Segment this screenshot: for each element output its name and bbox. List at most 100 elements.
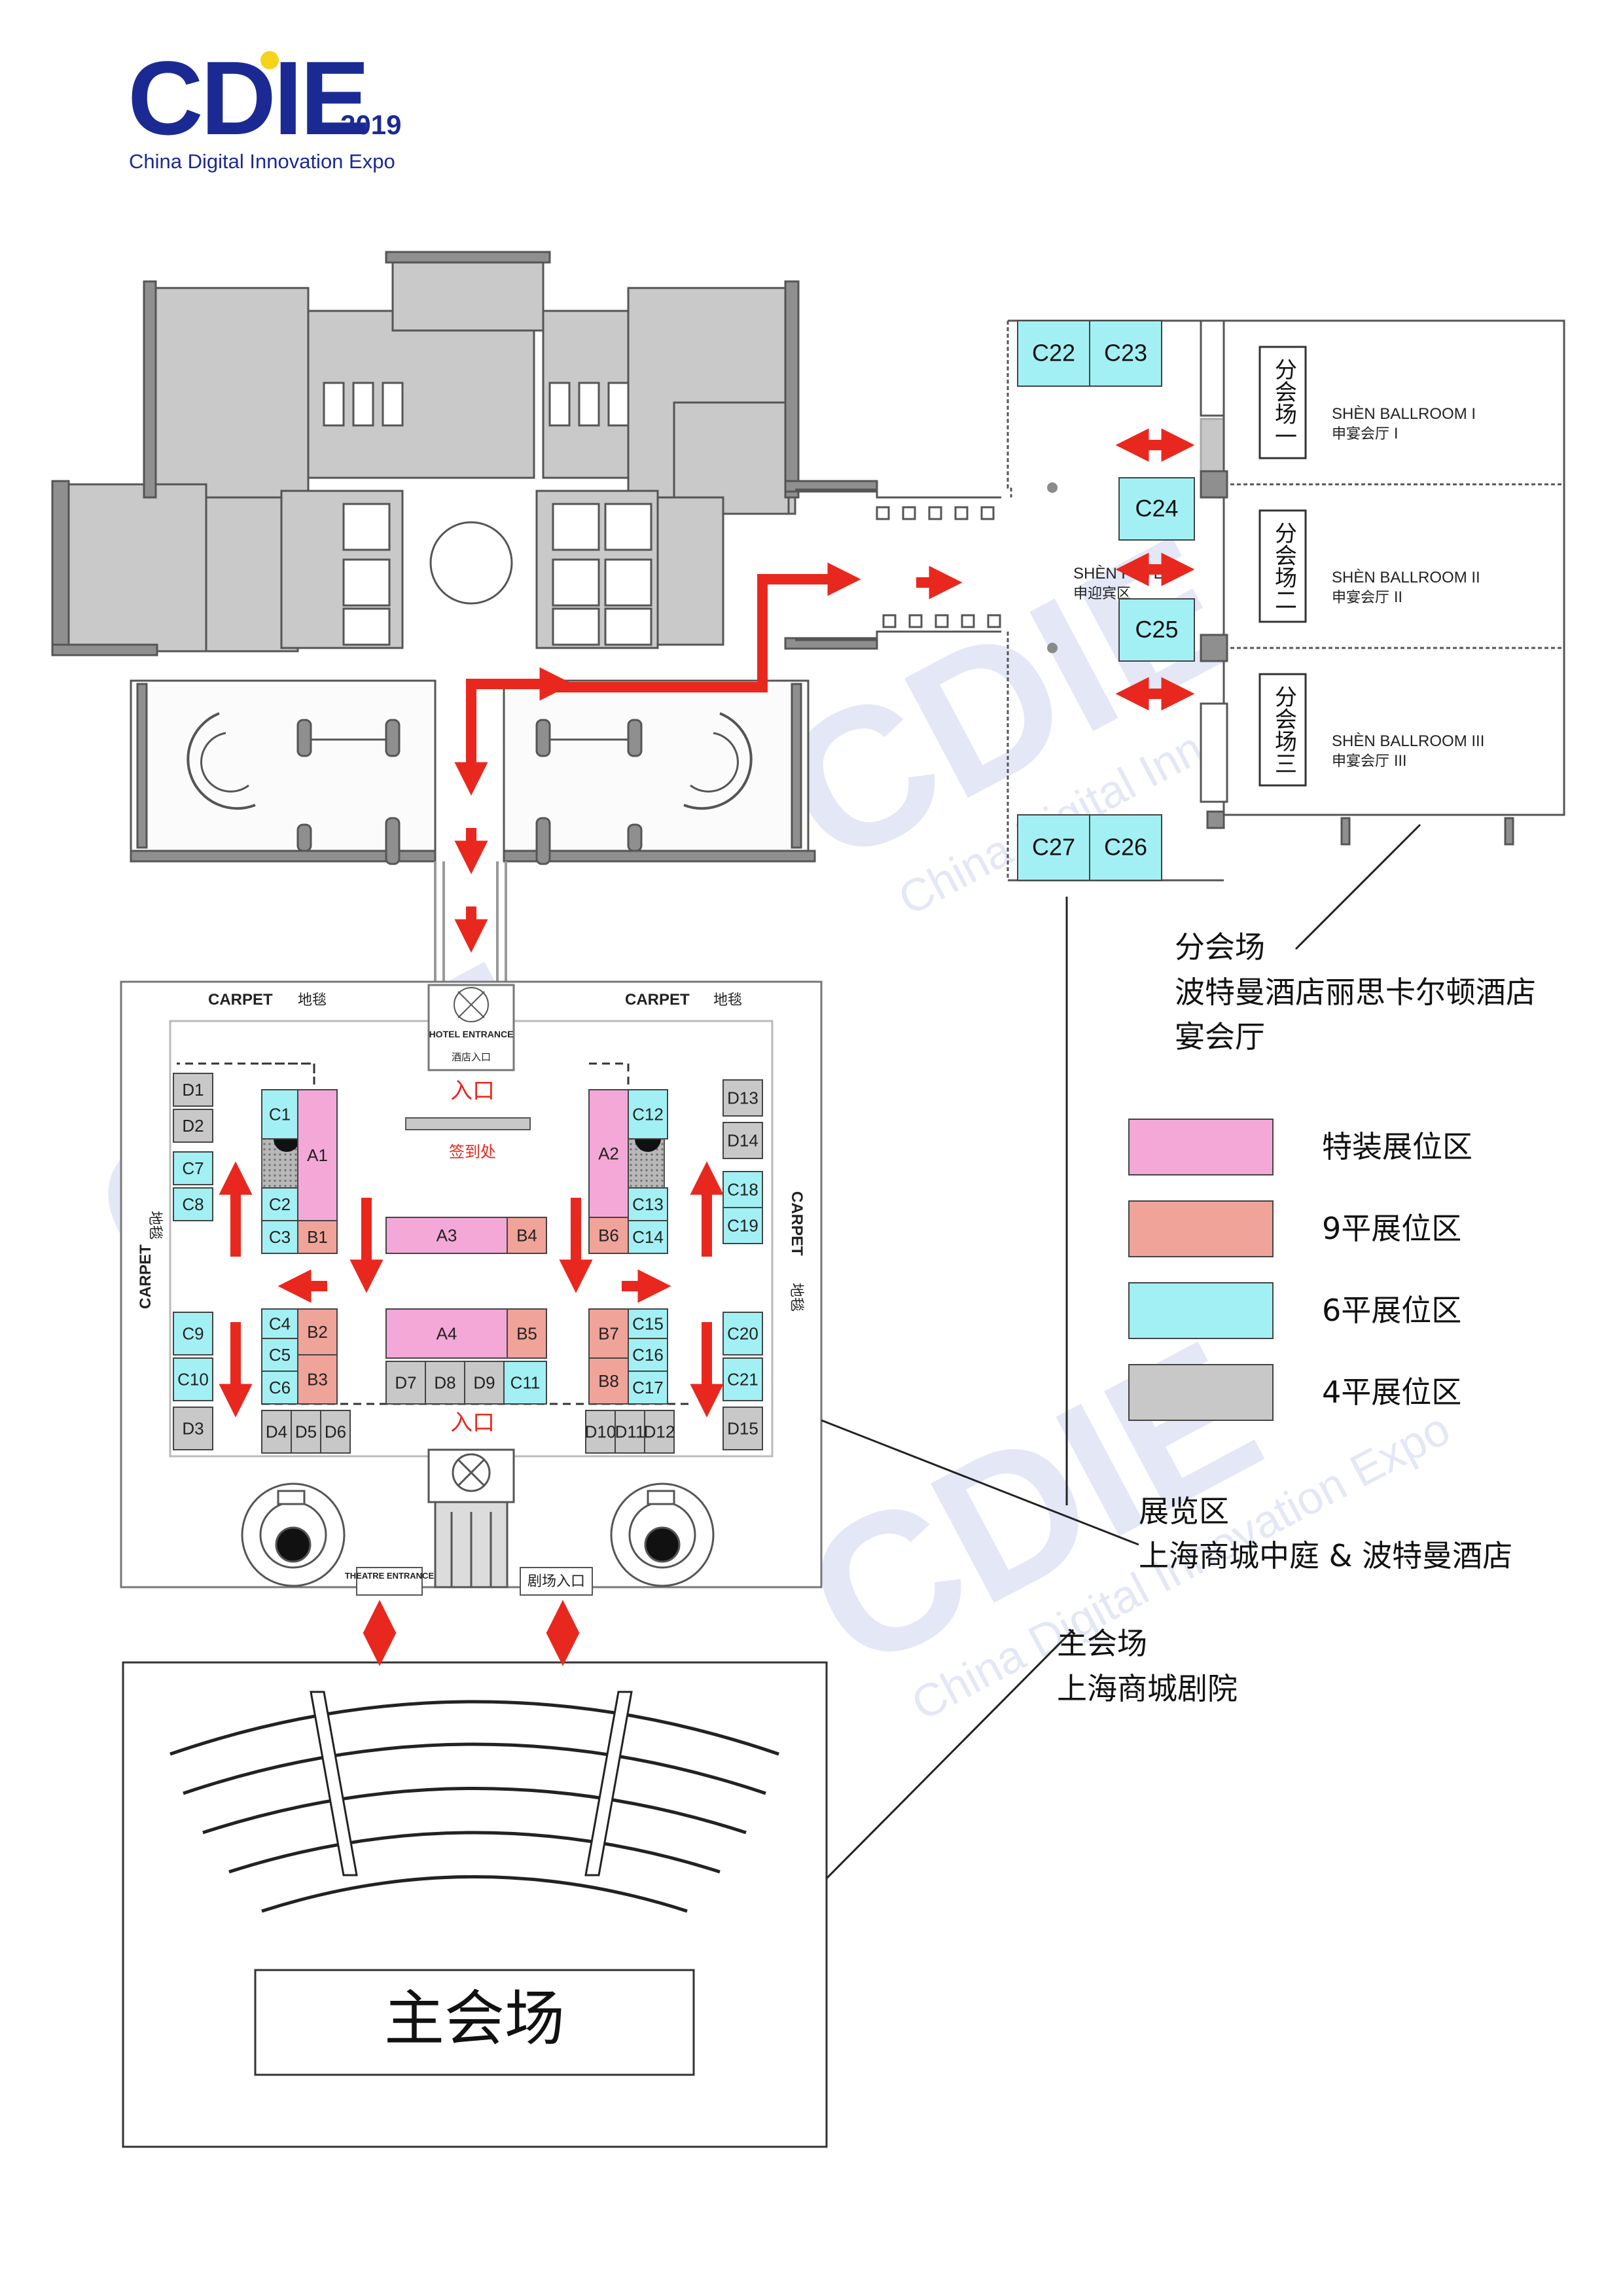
booth-c13-area xyxy=(628,1187,668,1221)
signin-label: 签到处 xyxy=(449,1143,496,1161)
legend-swatch xyxy=(1128,1200,1274,1257)
carpet-label-top-right-cn: 地毯 xyxy=(713,992,742,1009)
booth-a1-label: A1 xyxy=(307,1145,328,1165)
legend-item: 6平展位区 xyxy=(1128,1282,1461,1339)
booth-b4-label: B4 xyxy=(516,1225,537,1245)
booth-c16-area xyxy=(628,1338,668,1372)
booth-d9-label: D9 xyxy=(473,1372,495,1392)
room-block xyxy=(673,401,790,515)
legend-label: 6平展位区 xyxy=(1322,1293,1461,1328)
booth-d4-area xyxy=(261,1410,292,1454)
booth-d4: D4 xyxy=(261,1410,292,1454)
legend-label: 4平展位区 xyxy=(1322,1374,1461,1410)
booth-d15-area xyxy=(722,1407,763,1450)
booth-a1-area xyxy=(297,1089,338,1221)
carpet-label-right: CARPET xyxy=(788,1191,806,1256)
booth-d14: D14 xyxy=(722,1122,763,1159)
entrance-label-top: 入口 xyxy=(450,1078,495,1104)
ballroom-name-cn-1: 申宴会厅 I xyxy=(1332,426,1398,442)
booth-c22-label: C22 xyxy=(1032,340,1075,367)
callout-branch: 分会场 波特曼酒店丽思卡尔顿酒店 宴会厅 xyxy=(1175,929,1536,1054)
booth-c11-label: C11 xyxy=(510,1372,541,1392)
booth-c9-label: C9 xyxy=(182,1323,204,1343)
booth-c24-label: C24 xyxy=(1135,495,1178,522)
booth-d12-area xyxy=(644,1410,675,1454)
booth-c8-label: C8 xyxy=(182,1194,204,1214)
hotel-entrance-label-en: HOTEL ENTRANCE xyxy=(429,1029,514,1039)
booth-b5: B5 xyxy=(507,1308,547,1359)
booth-c19-area xyxy=(722,1207,763,1244)
rotunda-circle xyxy=(429,521,513,605)
booth-c24-area xyxy=(1118,477,1195,541)
booth-c25-area xyxy=(1118,598,1195,662)
booth-d12: D12 xyxy=(644,1410,675,1454)
room-block xyxy=(61,483,207,653)
booth-a1: A1 xyxy=(297,1089,338,1221)
booth-a3-label: A3 xyxy=(437,1225,457,1245)
booth-d7-label: D7 xyxy=(395,1372,416,1392)
booth-c11: C11 xyxy=(503,1361,547,1405)
ballroom-name-en-3: SHÈN BALLROOM III xyxy=(1332,732,1484,750)
booth-d14-label: D14 xyxy=(727,1130,758,1150)
carpet-label-top-right: CARPET xyxy=(625,991,690,1009)
booth-b5-label: B5 xyxy=(516,1323,537,1343)
booth-c6-label: C6 xyxy=(269,1378,291,1397)
booth-d6-area xyxy=(320,1410,351,1454)
booth-b3-area xyxy=(297,1354,338,1405)
theatre-main-label: 主会场 xyxy=(384,1984,565,2054)
booth-c4-label: C4 xyxy=(269,1314,291,1333)
ballroom-name-cn-3: 申宴会厅 III xyxy=(1332,753,1406,770)
booth-c27: C27 xyxy=(1017,814,1090,881)
ballroom-tag-2: 分会场二 xyxy=(1271,522,1297,611)
callout-main-line2: 上海商城剧院 xyxy=(1057,1671,1238,1706)
booth-d1-area xyxy=(173,1073,213,1107)
booth-c16-label: C16 xyxy=(632,1345,664,1365)
booth-c23-label: C23 xyxy=(1104,340,1147,367)
booth-b7: B7 xyxy=(588,1308,629,1359)
carpet-label-right-cn: 地毯 xyxy=(788,1283,804,1312)
cdie-logo: CDIE 2019 China Digital Innovation Expo xyxy=(128,39,401,173)
booth-c12-area xyxy=(628,1089,668,1139)
booth-d6: D6 xyxy=(320,1410,351,1454)
legend-item: 特装展位区 xyxy=(1128,1119,1472,1175)
booth-c7-label: C7 xyxy=(182,1158,204,1178)
booth-d4-label: D4 xyxy=(266,1422,287,1441)
booth-b8-label: B8 xyxy=(598,1371,619,1391)
booth-c17-area xyxy=(628,1371,668,1405)
booth-c7: C7 xyxy=(173,1151,213,1185)
carpet-label-top-left-cn: 地毯 xyxy=(298,992,327,1009)
booth-a4-label: A4 xyxy=(437,1323,457,1343)
booth-c15-area xyxy=(628,1308,668,1339)
booth-c5: C5 xyxy=(261,1338,298,1372)
carpet-label-top-left: CARPET xyxy=(208,991,273,1009)
booth-d1: D1 xyxy=(173,1073,213,1107)
booth-d11: D11 xyxy=(615,1410,645,1454)
booth-c2-label: C2 xyxy=(269,1194,291,1214)
booth-a2: A2 xyxy=(588,1089,629,1218)
booth-c4: C4 xyxy=(261,1308,298,1339)
booth-c2-area xyxy=(261,1187,298,1221)
booth-d13: D13 xyxy=(722,1079,763,1117)
ballroom-tag-box-1 xyxy=(1258,346,1307,459)
booth-c23: C23 xyxy=(1089,320,1162,387)
booth-c23-area xyxy=(1089,320,1162,387)
callout-exhibition-line2: 上海商城中庭 & 波特曼酒店 xyxy=(1139,1538,1512,1573)
booth-b8: B8 xyxy=(588,1357,629,1405)
booth-d11-area xyxy=(615,1410,645,1454)
booth-d7: D7 xyxy=(385,1361,426,1405)
legend-swatch xyxy=(1128,1119,1274,1175)
legend-item: 4平展位区 xyxy=(1128,1364,1461,1421)
booth-d10-area xyxy=(585,1410,616,1454)
upper-building-plan xyxy=(51,251,878,656)
booth-a2-label: A2 xyxy=(598,1143,619,1163)
booth-b4: B4 xyxy=(507,1217,547,1254)
booth-c14-label: C14 xyxy=(632,1227,664,1247)
lower-stairs xyxy=(241,1448,715,1588)
ballroom-tag-box-2 xyxy=(1258,509,1307,623)
booth-c15: C15 xyxy=(628,1308,668,1339)
booth-c22-area xyxy=(1017,320,1090,387)
signin-desk xyxy=(405,1117,531,1130)
callout-branch-line3: 宴会厅 xyxy=(1175,1019,1265,1054)
